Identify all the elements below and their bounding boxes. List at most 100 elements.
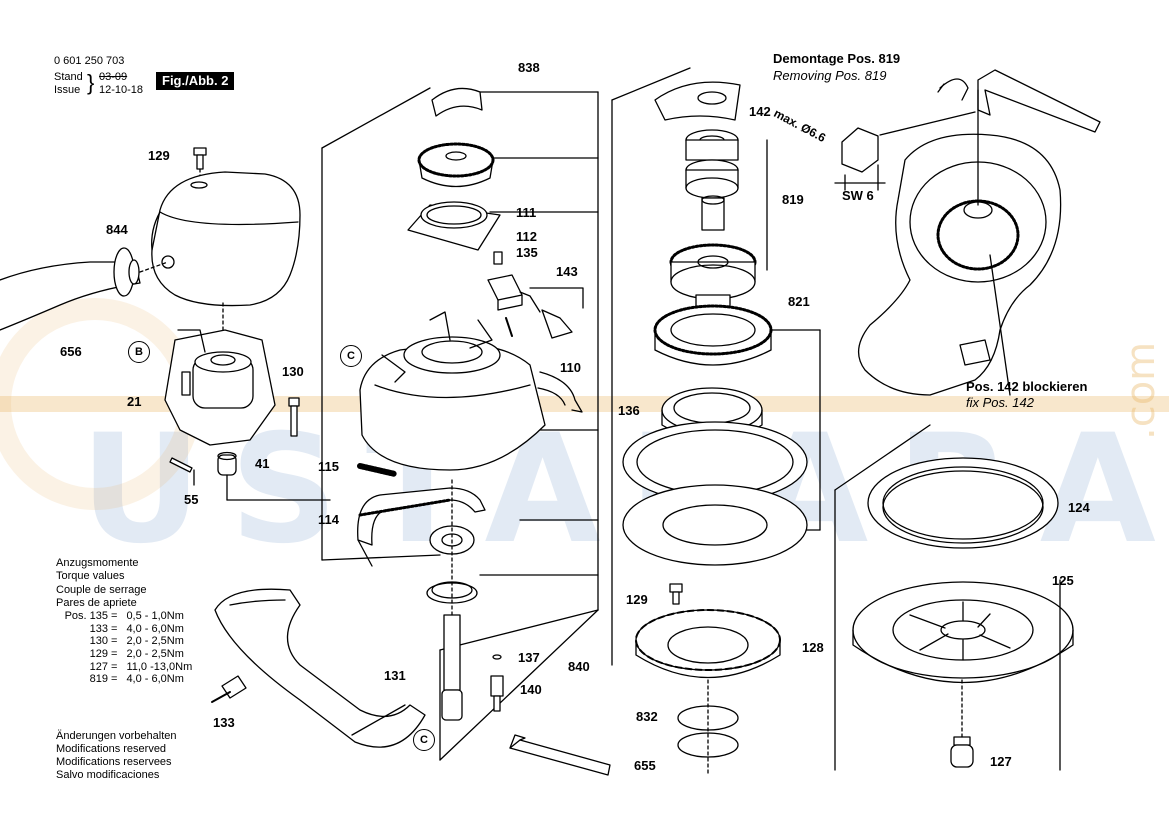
brush-assembly-143 [487,251,584,339]
figure-tag: Fig./Abb. 2 [156,72,235,90]
screw-55 [169,457,195,486]
callout-129-bottom: 129 [626,592,648,607]
bracket-838 [321,87,599,761]
handle-131 [214,588,426,748]
torque-title-en: Torque values [56,570,125,583]
planet-gear [669,243,757,314]
callout-142: 142 [749,104,771,119]
bevel-gear [417,142,495,188]
callout-55: 55 [184,492,199,507]
torque-val: 4,0 - 6,0Nm [126,673,184,686]
torque-pos: Pos. 135 [64,610,108,623]
callout-832: 832 [636,709,658,724]
bearing-plate-111 [407,201,501,251]
callout-111: 111 [516,205,537,220]
fix-note-en: fix Pos. 142 [966,395,1034,410]
side-handle-656 [0,247,169,331]
bushing-41 [217,451,331,501]
callout-136: 136 [618,403,640,418]
callout-656: 656 [60,344,82,359]
torque-row: 130 = 2,0 - 2,5Nm [56,635,195,648]
brace: } [87,70,95,95]
callout-112: 112 [516,229,537,244]
ring-gear [653,304,773,366]
torque-table: Pos. 135 = 0,5 - 1,0Nm 133 = 4,0 - 6,0Nm… [56,610,195,686]
callout-127: 127 [990,754,1012,769]
torque-pos: 130 [89,635,108,648]
callout-133: 133 [213,715,235,730]
note-fr: Modifications reservees [56,756,172,768]
torque-val: 2,0 - 2,5Nm [126,647,184,660]
hex-key-655 [509,734,611,776]
torque-row: 129 = 2,0 - 2,5Nm [56,648,195,661]
torque-eq: = [111,660,118,673]
torque-row: 127 = 11,0 -13,0Nm [56,661,195,674]
strap-114 [357,487,486,567]
removal-title-en: Removing Pos. 819 [773,68,887,83]
rotation-arrow [937,78,969,101]
callout-844: 844 [106,222,128,237]
callout-110: 110 [560,360,581,375]
motor-cover-844 [151,171,301,307]
torque-pos: 129 [89,647,108,660]
torque-title-de: Anzugsmomente [56,557,139,569]
torque-val: 11,0 -13,0Nm [126,660,193,673]
pin-137-140 [490,654,504,712]
frame-right [834,424,1061,771]
marker-b: B [128,341,150,363]
torque-pos: 133 [89,622,108,635]
torque-row: 133 = 4,0 - 6,0Nm [56,623,195,636]
callout-125: 125 [1052,573,1074,588]
hex-dimension-sketch [834,111,976,191]
torque-pos: 127 [89,660,108,673]
old-date: 03-09 [99,71,128,83]
note-es: Salvo modificaciones [56,769,160,781]
spring-115 [357,463,398,477]
callout-840: 840 [568,659,590,674]
removal-title-de: Demontage Pos. 819 [773,51,901,66]
note-en: Modifications reserved [56,743,167,755]
document-number: 0 601 250 703 [54,55,125,67]
callout-128: 128 [802,640,824,655]
callout-819: 819 [782,192,804,207]
torque-title-es: Pares de apriete [56,596,137,609]
new-date: 12-10-18 [99,84,144,96]
callout-114: 114 [318,512,339,527]
motor-housing-21 [164,299,276,446]
callout-124: 124 [1068,500,1090,515]
bearing-set-819 [685,129,739,231]
flange-128 [635,609,781,679]
callout-129-top: 129 [148,148,170,163]
screw-130 [288,397,300,437]
callout-838: 838 [518,60,540,75]
tool-housing-view [858,89,1062,396]
wrench-size: SW 6 [842,188,874,203]
screw-127 [950,679,974,768]
spindle-shaft [441,479,463,721]
issue-label: Issue [54,84,81,96]
allen-key [977,69,1101,133]
disk-142 [654,81,741,121]
torque-row: Pos. 135 = 0,5 - 1,0Nm [56,610,195,623]
callout-137: 137 [518,650,540,665]
torque-row: 819 = 4,0 - 6,0Nm [56,673,195,686]
note-de: Änderungen vorbehalten [56,730,177,742]
callout-135: 135 [516,245,538,260]
torque-eq: = [111,635,118,648]
torque-eq: = [111,673,118,686]
screw-129-bottom [669,583,683,605]
marker-c-upper: C [340,345,362,367]
modification-notes: Änderungen vorbehalten Modifications res… [56,730,176,782]
screw-133 [211,675,247,703]
fix-note-de: Pos. 142 blockieren [966,379,1088,394]
torque-pos: 819 [89,673,108,686]
rings-832 [677,679,739,776]
counterweight-top [431,87,483,117]
torque-val: 2,0 - 2,5Nm [126,635,184,648]
marker-c-lower: C [413,729,435,751]
sanding-pad-125 [852,581,1074,684]
callout-115: 115 [318,459,339,474]
torque-title-fr: Couple de serrage [56,583,147,596]
